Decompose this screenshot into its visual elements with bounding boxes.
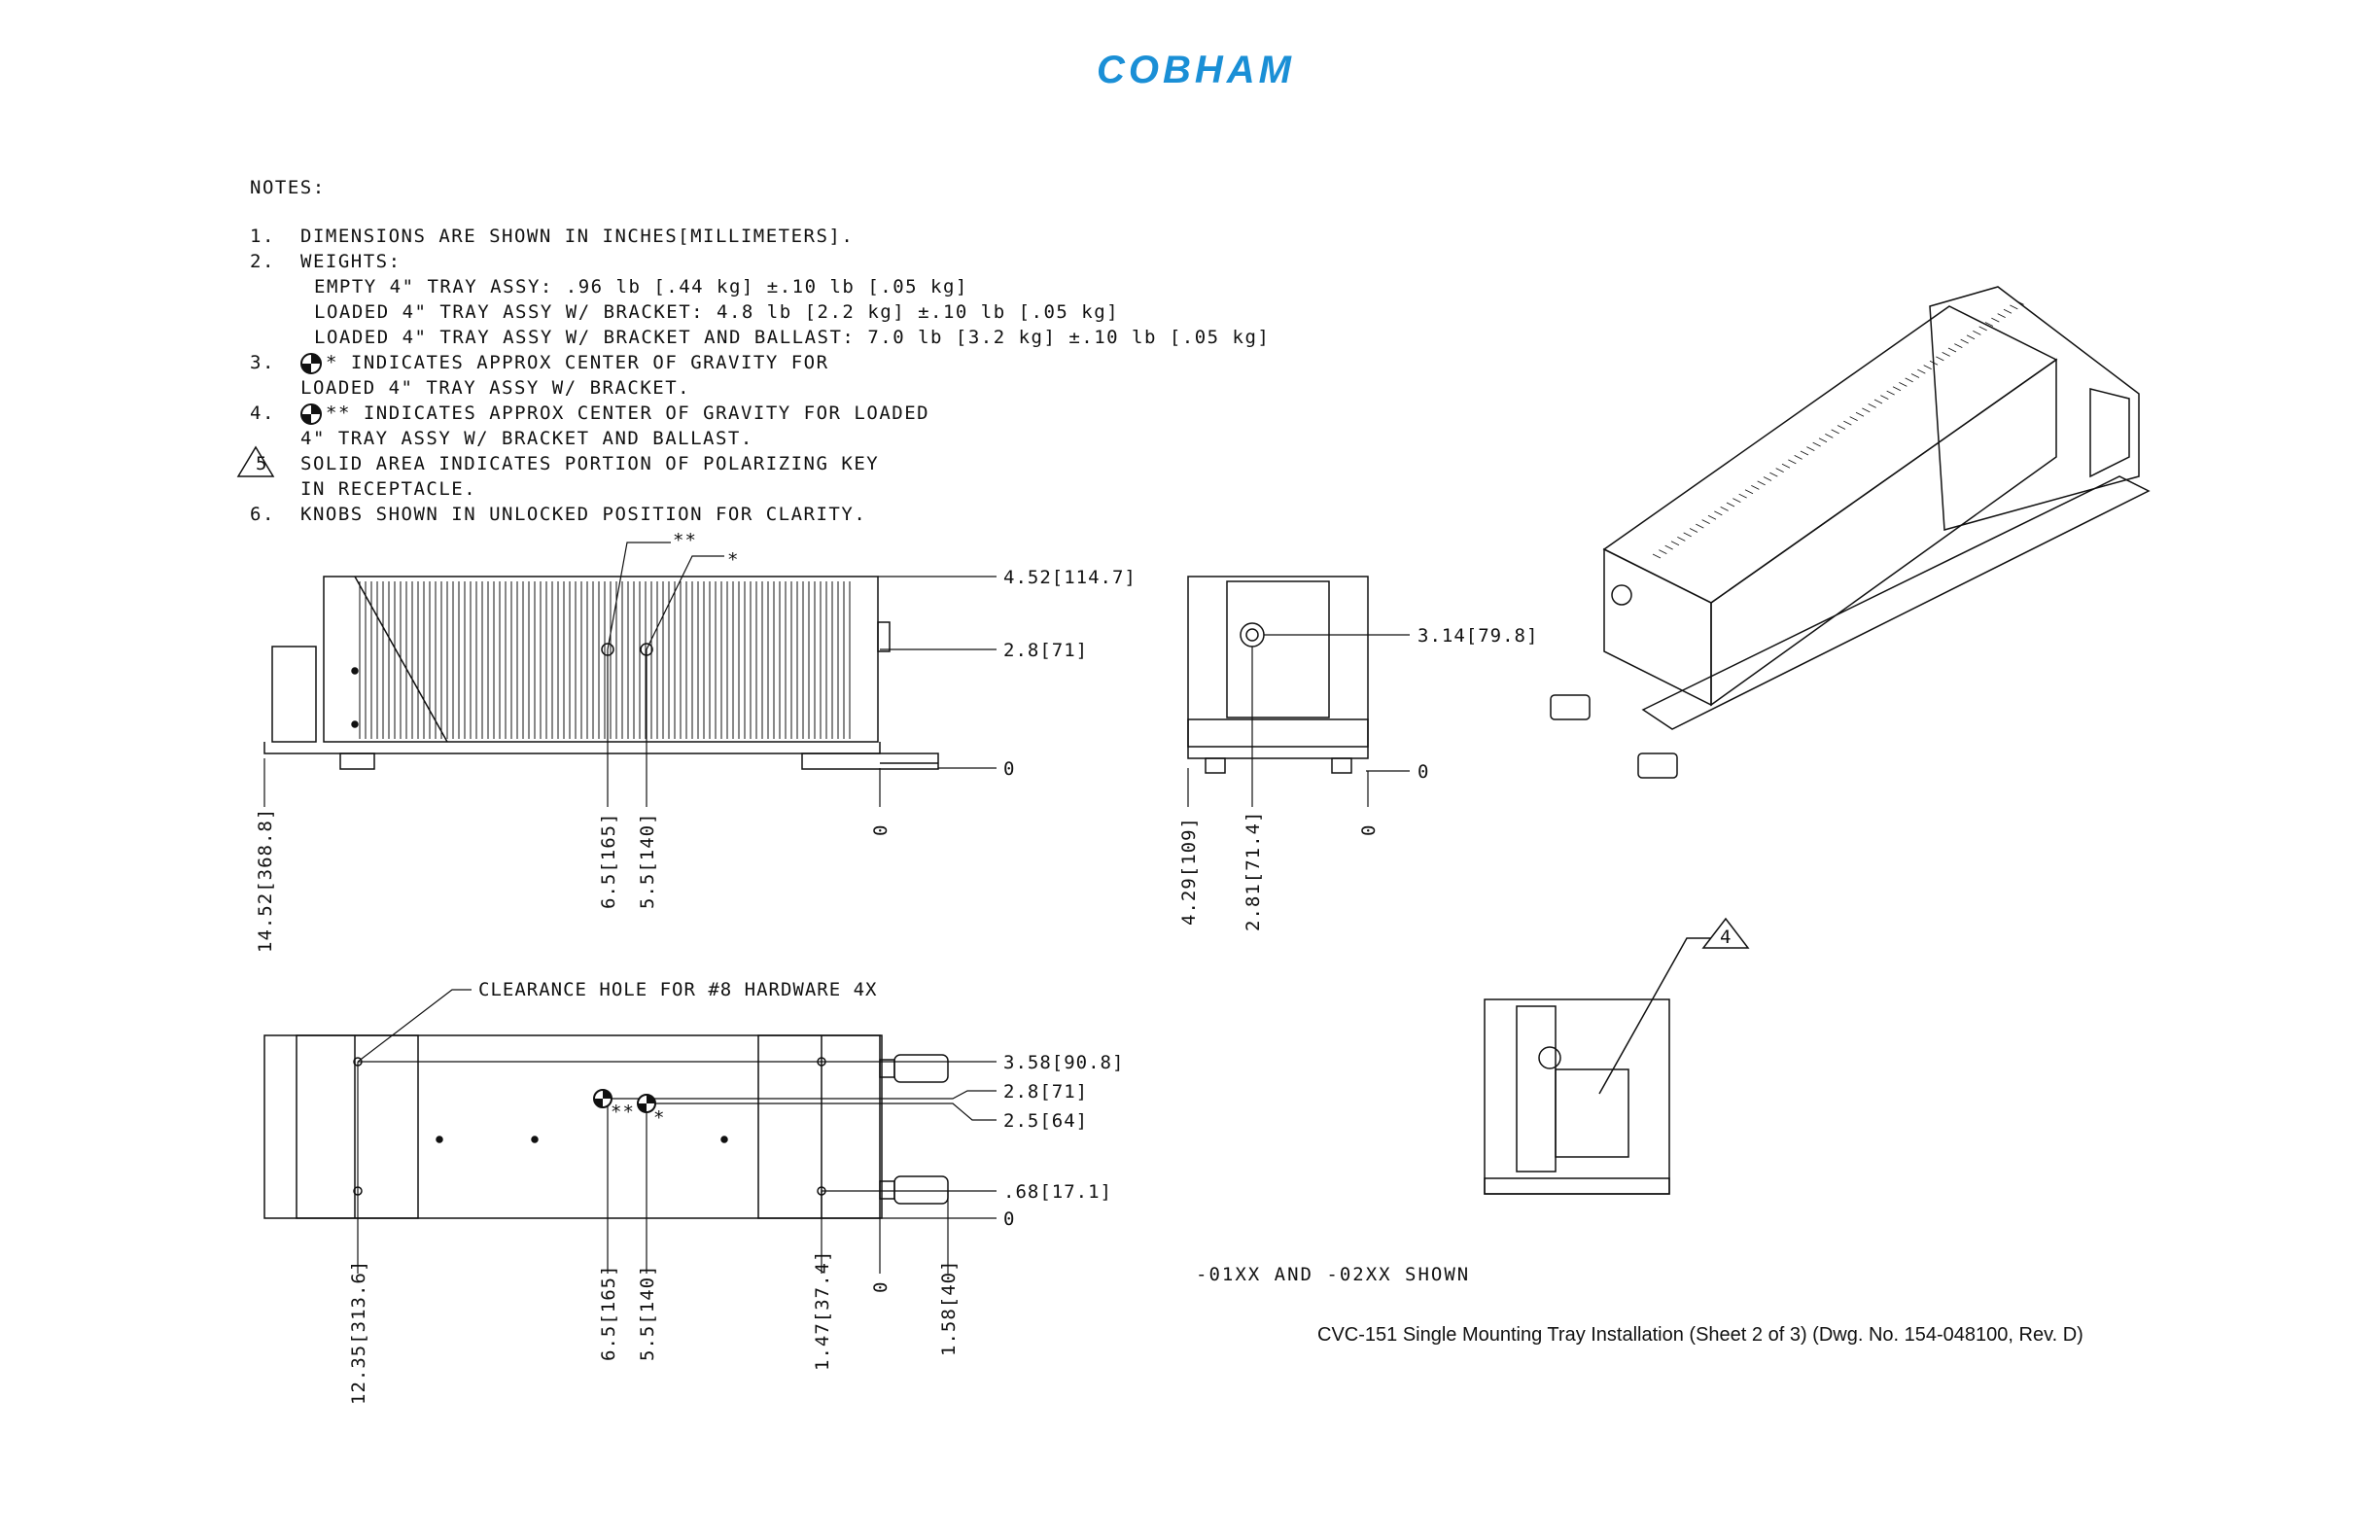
note-4-cont: 4" TRAY ASSY W/ BRACKET AND BALLAST. <box>300 428 753 449</box>
detail-view <box>1484 917 1750 1195</box>
end-dims <box>1187 634 1410 807</box>
dim-side-h2: 2.8[71] <box>1003 640 1088 661</box>
dim-side-h0: 0 <box>1003 758 1015 780</box>
variants-shown: -01XX AND -02XX SHOWN <box>1196 1264 1471 1285</box>
dim-top-h3: 2.5[64] <box>1003 1110 1088 1132</box>
cg-top-single: * <box>653 1107 665 1129</box>
cobham-logo: COBHAM <box>1097 49 1295 91</box>
dim-end-h0: 0 <box>1418 761 1429 783</box>
dim-top-h4: .68[17.1] <box>1003 1181 1112 1203</box>
dim-top-v2: 6.5[165] <box>598 1264 619 1361</box>
note-6: 6.KNOBS SHOWN IN UNLOCKED POSITION FOR C… <box>250 504 867 525</box>
dim-top-v0: 0 <box>870 1281 892 1293</box>
note-5-cont: IN RECEPTACLE. <box>300 478 477 500</box>
side-view <box>263 576 939 770</box>
note-3-cont: LOADED 4" TRAY ASSY W/ BRACKET. <box>300 377 691 399</box>
detail-callout: 4 <box>1720 927 1732 948</box>
top-dims <box>357 989 997 1274</box>
dim-side-v2: 6.5[165] <box>598 812 619 909</box>
dim-side-v3: 5.5[140] <box>637 812 658 909</box>
cg-symbol-icon <box>300 352 322 374</box>
note-1: 1.DIMENSIONS ARE SHOWN IN INCHES[MILLIME… <box>250 226 855 247</box>
weight-ballast: LOADED 4" TRAY ASSY W/ BRACKET AND BALLA… <box>314 327 1271 348</box>
weight-bracket: LOADED 4" TRAY ASSY W/ BRACKET: 4.8 lb [… <box>314 301 1120 323</box>
dim-top-h2: 2.8[71] <box>1003 1081 1088 1102</box>
isometric-view <box>1550 286 2151 779</box>
note-4: 4.** INDICATES APPROX CENTER OF GRAVITY … <box>250 402 930 425</box>
clearance-note: CLEARANCE HOLE FOR #8 HARDWARE 4X <box>478 979 878 1000</box>
notes-block: NOTES: 1.DIMENSIONS ARE SHOWN IN INCHES[… <box>236 175 1271 527</box>
dim-top-v1: 12.35[313.6] <box>348 1260 369 1405</box>
side-dims <box>263 542 997 807</box>
end-view <box>1187 576 1369 774</box>
dim-side-h1: 4.52[114.7] <box>1003 567 1137 588</box>
note-2: 2.WEIGHTS: <box>250 251 402 272</box>
note-3: 3.* INDICATES APPROX CENTER OF GRAVITY F… <box>250 352 829 374</box>
top-view <box>263 1034 949 1219</box>
dim-end-v2: 2.81[71.4] <box>1242 811 1264 931</box>
cg-markers <box>593 1089 656 1113</box>
cg-label-double: ** <box>673 530 697 551</box>
dim-top-v3: 5.5[140] <box>637 1264 658 1361</box>
dim-top-v5: 1.58[40] <box>938 1259 960 1356</box>
dim-top-h1: 3.58[90.8] <box>1003 1052 1124 1073</box>
weight-empty: EMPTY 4" TRAY ASSY: .96 lb [.44 kg] ±.10… <box>314 276 968 298</box>
dim-side-v1: 14.52[368.8] <box>255 808 276 953</box>
cg-symbol-icon <box>300 402 322 425</box>
cg-label-single: * <box>727 549 739 571</box>
notes-title: NOTES: <box>250 177 326 198</box>
triangle-callout-icon <box>236 445 275 477</box>
dim-top-v4: 1.47[37.4] <box>812 1250 833 1371</box>
dim-side-v0: 0 <box>870 824 892 836</box>
dim-end-h1: 3.14[79.8] <box>1418 625 1538 647</box>
dim-end-v0: 0 <box>1358 824 1380 836</box>
dim-end-v1: 4.29[109] <box>1178 817 1200 926</box>
cg-top-double: ** <box>611 1102 635 1123</box>
dim-top-h0: 0 <box>1003 1208 1015 1230</box>
drawing-caption: CVC-151 Single Mounting Tray Installatio… <box>1317 1324 2083 1346</box>
